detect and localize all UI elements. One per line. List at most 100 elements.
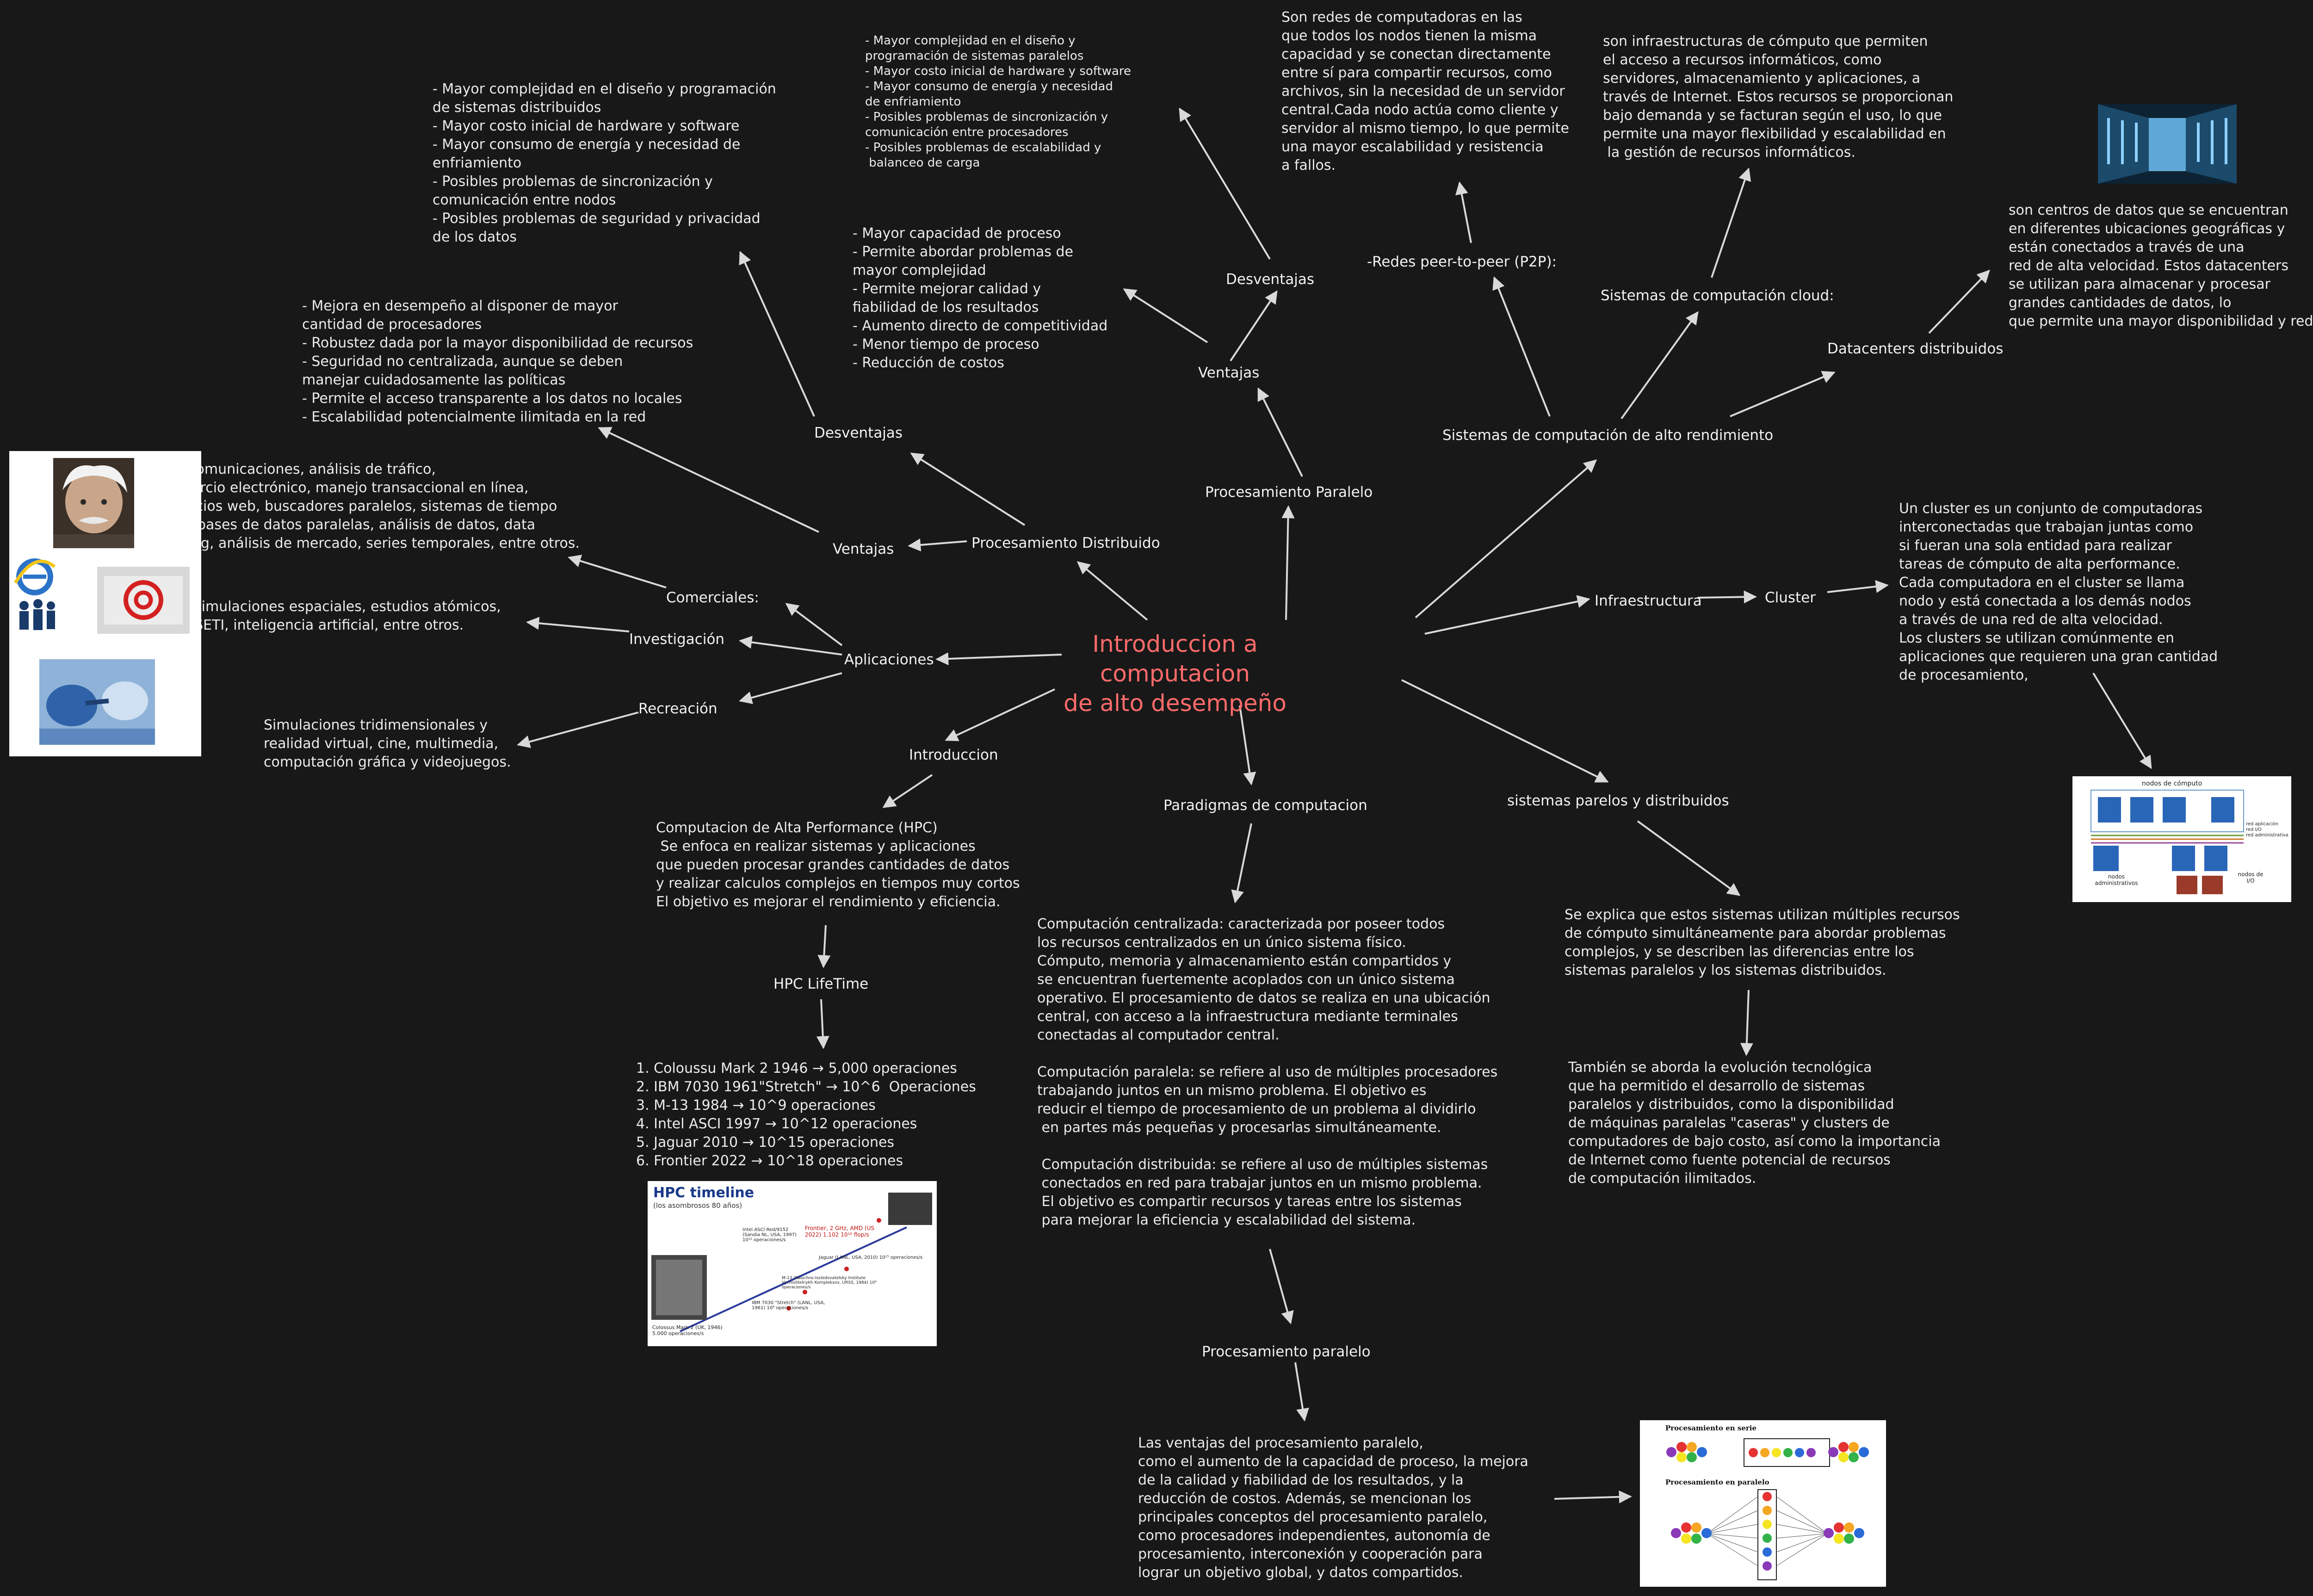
hpc-image-subtitle: (los asombrosos 80 años)	[653, 1201, 742, 1210]
link-comerciales-text	[568, 555, 667, 588]
hpc-image-label-frontier: Frontier, 2 GHz, AMD (US 2022) 1.102 10¹…	[805, 1225, 875, 1238]
text-cluster: Un cluster es un conjunto de computadora…	[1899, 501, 2218, 683]
central-topic-line1: Introduccion a computacion	[1092, 631, 1258, 687]
link-procesamiento-image	[1554, 1490, 1632, 1503]
text-comerciales: telecomunicaciones, análisis de tráfico,…	[162, 461, 580, 551]
link-aplicaciones-recreacion	[739, 672, 842, 704]
hpc-image-title: HPC timeline	[653, 1185, 755, 1201]
link-cloud-text	[1711, 167, 1751, 278]
text-desventajas-distribuido: - Mayor complejidad en el diseño y progr…	[433, 81, 776, 245]
link-desventajas-list	[1179, 107, 1271, 260]
hpc-image-label-asci: Intel ASCI Red/9152 (Sandia NL, USA, 199…	[742, 1227, 797, 1243]
link-center-aplicaciones	[935, 652, 1062, 666]
link-alto-rendimiento-p2p	[1492, 276, 1551, 417]
link-ventajas-list	[1123, 288, 1208, 343]
text-datacenters: son centros de datos que se encuentran e…	[2009, 202, 2313, 329]
text-cloud: son infraestructuras de cómputo que perm…	[1603, 33, 1954, 161]
node-desventajas-distribuido[interactable]: Desventajas	[814, 425, 903, 441]
cluster-diagram-image: nodos de cómputo red aplicación red I/O …	[2072, 776, 2291, 902]
serial-parallel-processing-image: Procesamiento en serie Procesamiento en …	[1640, 1420, 1886, 1587]
link-paralelo-ventajas	[1257, 387, 1303, 477]
text-investigacion: simulaciones espaciales, estudios atómic…	[194, 599, 501, 633]
node-infraestructura[interactable]: Infraestructura	[1595, 593, 1702, 609]
node-hpc-lifetime[interactable]: HPC LifeTime	[773, 976, 869, 992]
text-paradigmas: Computación centralizada: caracterizada …	[1037, 916, 1498, 1228]
node-comerciales[interactable]: Comerciales:	[666, 589, 759, 606]
node-introduccion[interactable]: Introduccion	[909, 747, 998, 763]
node-ventajas-paralelo[interactable]: Ventajas	[1198, 365, 1260, 381]
hpc-timeline-image: HPC timeline (los asombrosos 80 años) Fr…	[648, 1181, 937, 1346]
node-sistemas-alto-rendimiento[interactable]: Sistemas de computación de alto rendimie…	[1442, 427, 1774, 444]
link-center-procesamiento-paralelo	[1281, 505, 1295, 620]
link-procesamiento-text	[1294, 1362, 1309, 1422]
link-cluster-image	[2092, 672, 2152, 769]
text-p2p: Son redes de computadoras en las que tod…	[1281, 9, 1569, 173]
node-p2p[interactable]: -Redes peer-to-peer (P2P):	[1367, 254, 1557, 270]
node-datacenters[interactable]: Datacenters distribuidos	[1827, 340, 2004, 357]
cluster-label-nodos-admin: nodos administrativos	[2095, 873, 2138, 886]
link-infraestructura-cluster	[1697, 590, 1757, 604]
cable-plug-icon	[39, 659, 155, 745]
hpc-image-label-jaguar: Jaguar (LANL, USA, 2010) 10¹⁵ operacione…	[819, 1255, 923, 1260]
node-procesamiento-paralelo[interactable]: Procesamiento Paralelo	[1205, 484, 1373, 501]
text-desventajas-paralelo: - Mayor complejidad en el diseño y progr…	[865, 34, 1132, 170]
text-sistemas-paralelos-1: Se explica que estos sistemas utilizan m…	[1565, 907, 1960, 978]
node-aplicaciones[interactable]: Aplicaciones	[844, 651, 934, 668]
node-sistemas-paralelos[interactable]: sistemas parelos y distribuidos	[1507, 792, 1729, 809]
email-at-icon	[97, 567, 190, 634]
link-alto-rendimiento-datacenters	[1730, 371, 1836, 417]
node-recreacion[interactable]: Recreación	[638, 700, 717, 717]
cluster-label-nodos-io: nodos de I/O	[2238, 871, 2264, 884]
link-ventajas-list-dist	[598, 427, 819, 533]
text-hpc-lifetime: 1. Coloussu Mark 2 1946 → 5,000 operacio…	[636, 1060, 976, 1169]
node-procesamiento-paralelo-2[interactable]: Procesamiento paralelo	[1202, 1343, 1371, 1360]
node-cloud[interactable]: Sistemas de computación cloud:	[1601, 287, 1834, 304]
link-paradigmas-text	[1231, 823, 1252, 903]
link-sistemas-text2	[1740, 990, 1753, 1056]
link-aplicaciones-investigacion	[739, 636, 842, 656]
internet-explorer-icon	[13, 555, 57, 599]
link-p2p-text	[1455, 181, 1472, 243]
cluster-label-red-admin: red administrativa	[2246, 833, 2288, 838]
cluster-image-title: nodos de cómputo	[2142, 780, 2202, 787]
text-sistemas-paralelos-2: También se aborda la evolución tecnológi…	[1568, 1059, 1941, 1187]
link-desventajas-list-dist	[739, 251, 815, 417]
link-distribuido-desventajas	[910, 452, 1026, 526]
link-center-alto-rendimiento	[1415, 459, 1597, 619]
node-paradigmas[interactable]: Paradigmas de computacion	[1163, 797, 1367, 814]
link-datacenters-text	[1928, 269, 1990, 334]
applications-image-panel	[9, 451, 201, 756]
text-ventajas-distribuido: - Mejora en desempeño al disponer de may…	[302, 298, 693, 425]
link-center-sistemas	[1401, 679, 1609, 783]
node-procesamiento-distribuido[interactable]: Procesamiento Distribuido	[971, 535, 1160, 551]
link-recreacion-text	[517, 711, 639, 748]
node-investigacion[interactable]: Investigación	[629, 631, 725, 648]
hpc-image-label-m13: M-13 (Nauchno-Issledovatelsky Institute …	[782, 1276, 877, 1290]
paralelo-title: Procesamiento en paralelo	[1665, 1478, 1769, 1486]
link-aplicaciones-comerciales	[785, 603, 843, 646]
link-introduccion-text	[882, 774, 933, 808]
link-center-infraestructura	[1424, 595, 1590, 635]
link-introduccion-lifetime	[817, 925, 831, 968]
link-ventajas-desventajas	[1230, 290, 1278, 362]
cluster-label-red-aplicacion: red aplicación	[2246, 822, 2278, 827]
link-alto-rendimiento-cloud	[1620, 311, 1699, 420]
central-topic[interactable]: Introduccion a computacion de alto desem…	[1059, 629, 1291, 718]
node-cluster[interactable]: Cluster	[1765, 589, 1816, 606]
link-cluster-text	[1827, 580, 1889, 593]
node-desventajas-paralelo[interactable]: Desventajas	[1226, 271, 1315, 288]
text-recreacion: Simulaciones tridimensionales y realidad…	[264, 717, 511, 770]
text-procesamiento-paralelo-2: Las ventajas del procesamiento paralelo,…	[1138, 1435, 1528, 1581]
hpc-image-label-ibm: IBM 7030 "Stretch" (LANL, USA, 1961) 10⁶…	[752, 1300, 825, 1311]
hpc-image-label-colossus: Colossus Mark 2 (UK, 1946) 5.000 operaci…	[652, 1324, 723, 1336]
cluster-label-red-io: red I/O	[2246, 827, 2262, 832]
node-ventajas-distribuido[interactable]: Ventajas	[833, 541, 894, 557]
server-room-icon	[2098, 104, 2237, 184]
central-topic-line2: de alto desempeño	[1064, 690, 1286, 717]
link-distribuido-ventajas	[908, 538, 967, 551]
link-sistemas-text1	[1637, 820, 1741, 896]
text-ventajas-paralelo: - Mayor capacidad de proceso - Permite a…	[853, 225, 1108, 371]
serie-title: Procesamiento en serie	[1665, 1424, 1757, 1432]
link-center-paradigmas	[1239, 705, 1256, 786]
